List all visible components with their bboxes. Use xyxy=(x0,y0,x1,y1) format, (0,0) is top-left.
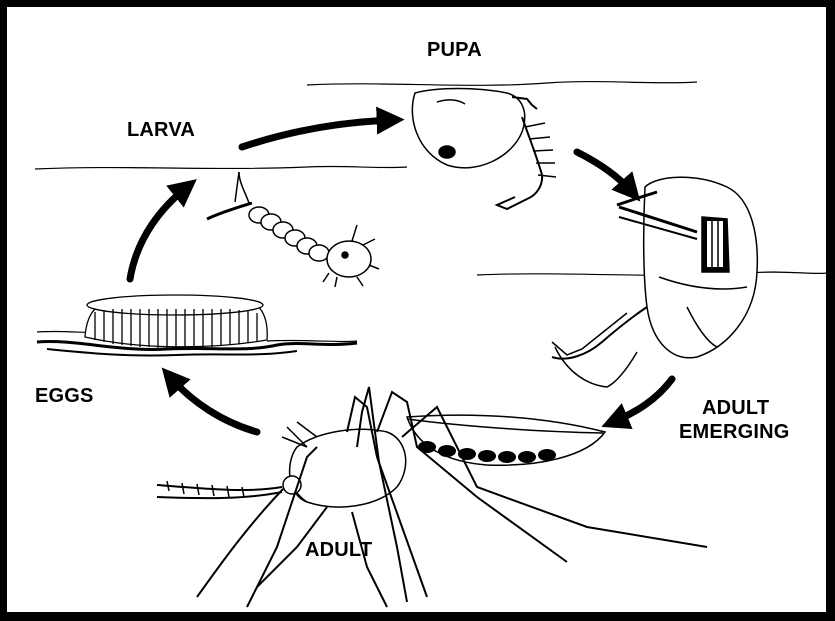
egg-raft-icon xyxy=(37,295,357,356)
adult-emerging-label-line1: ADULT xyxy=(702,397,769,420)
larva-icon xyxy=(207,172,379,287)
diagram-artwork xyxy=(7,7,835,621)
emerging-adult-icon xyxy=(552,177,757,387)
larva-label: LARVA xyxy=(127,119,195,142)
pupa-icon xyxy=(412,89,556,210)
pupa-label: PUPA xyxy=(427,39,482,62)
adult-emerging-label-line2: EMERGING xyxy=(679,421,790,444)
adult-label: ADULT xyxy=(305,539,372,562)
eggs-label: EGGS xyxy=(35,385,94,408)
